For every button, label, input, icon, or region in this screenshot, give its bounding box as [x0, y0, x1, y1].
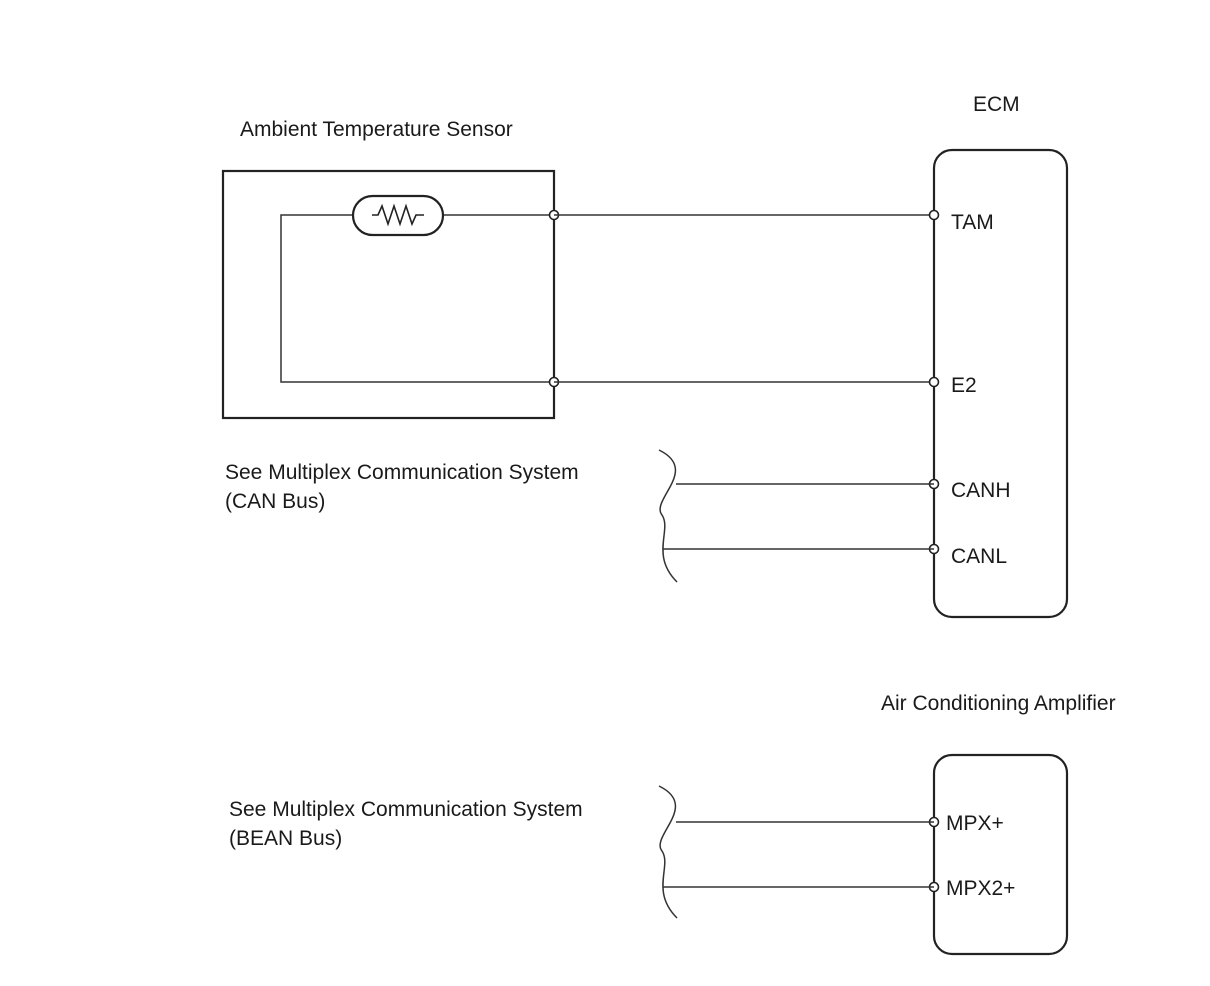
amplifier-title: Air Conditioning Amplifier [881, 692, 1116, 715]
ecm-label-e2: E2 [951, 374, 977, 397]
can-note-line2: (CAN Bus) [225, 490, 325, 513]
ecm-label-canh: CANH [951, 479, 1011, 502]
can-note-line1: See Multiplex Communication System [225, 461, 579, 484]
sensor-box [221, 169, 556, 420]
can-break-mark [658, 449, 678, 583]
sensor-title: Ambient Temperature Sensor [240, 118, 513, 141]
ecm-terminal-tam [928, 209, 940, 221]
ecm-label-canl: CANL [951, 545, 1007, 568]
bean-note-line2: (BEAN Bus) [229, 827, 342, 850]
ecm-label-tam: TAM [951, 211, 994, 234]
ecm-terminal-e2 [928, 376, 940, 388]
thermistor-icon [351, 194, 445, 237]
bean-note-line1: See Multiplex Communication System [229, 798, 583, 821]
ecm-title: ECM [973, 93, 1020, 116]
amplifier-label-mpx2: MPX2+ [946, 877, 1015, 900]
amplifier-box [932, 753, 1069, 956]
sensor-internal-loop [280, 214, 554, 383]
amplifier-label-mpx: MPX+ [946, 812, 1004, 835]
bean-break-mark [658, 785, 678, 919]
